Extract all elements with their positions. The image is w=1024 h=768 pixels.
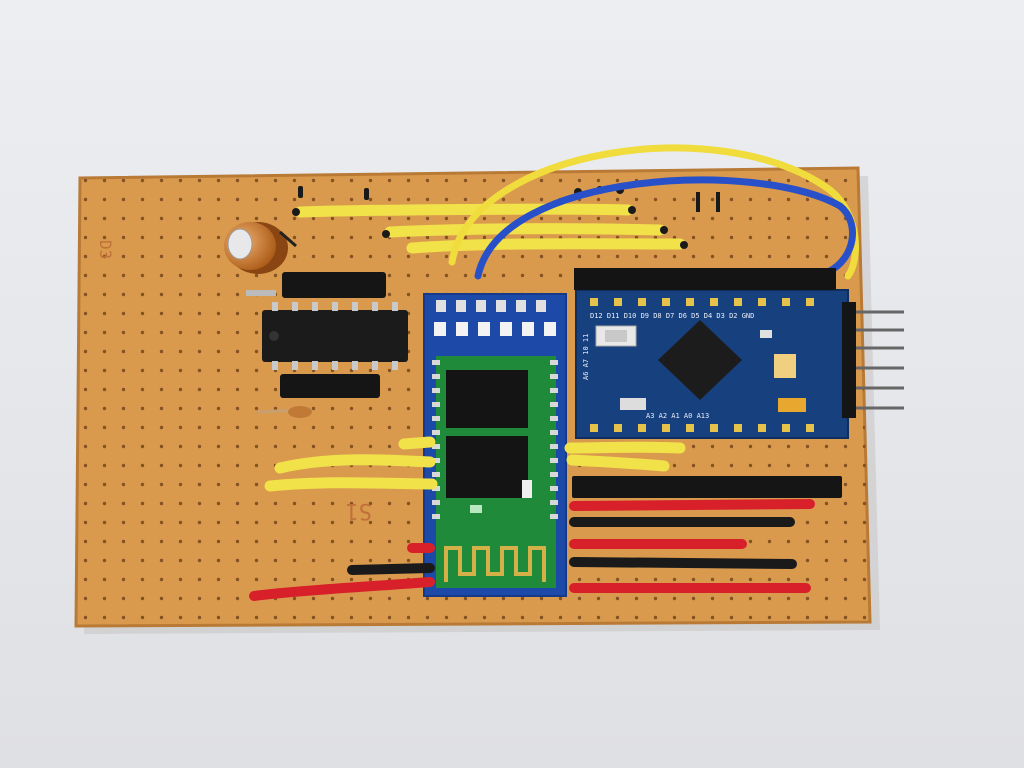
- lower-header-strip: [572, 476, 842, 498]
- arduino-silk-top: D12 D11 D10 D9 D8 D7 D6 D5 D4 D3 D2 GND: [590, 312, 754, 320]
- ic-chip-icon: [262, 302, 408, 370]
- blue-jumper-wire: [474, 176, 856, 280]
- electrolytic-capacitor-icon: [224, 222, 297, 274]
- arduino-silk-left: A6 A7 10 11: [582, 334, 590, 380]
- header-pins-icon: [246, 272, 386, 298]
- board-label-lower: S1: [346, 498, 373, 523]
- yellow-wires-middle: [264, 436, 686, 492]
- arduino-silk-bottom: A3 A2 A1 A0 A13: [646, 412, 709, 420]
- board-label-left: D3: [96, 240, 115, 259]
- arduino-board-icon: D12 D11 D10 D9 D8 D7 D6 D5 D4 D3 D2 GND …: [574, 268, 904, 439]
- power-wires: [249, 499, 815, 601]
- socket-below-chip: [257, 374, 380, 418]
- bluetooth-module-icon: [423, 293, 567, 597]
- yellow-wires-top: [294, 203, 686, 254]
